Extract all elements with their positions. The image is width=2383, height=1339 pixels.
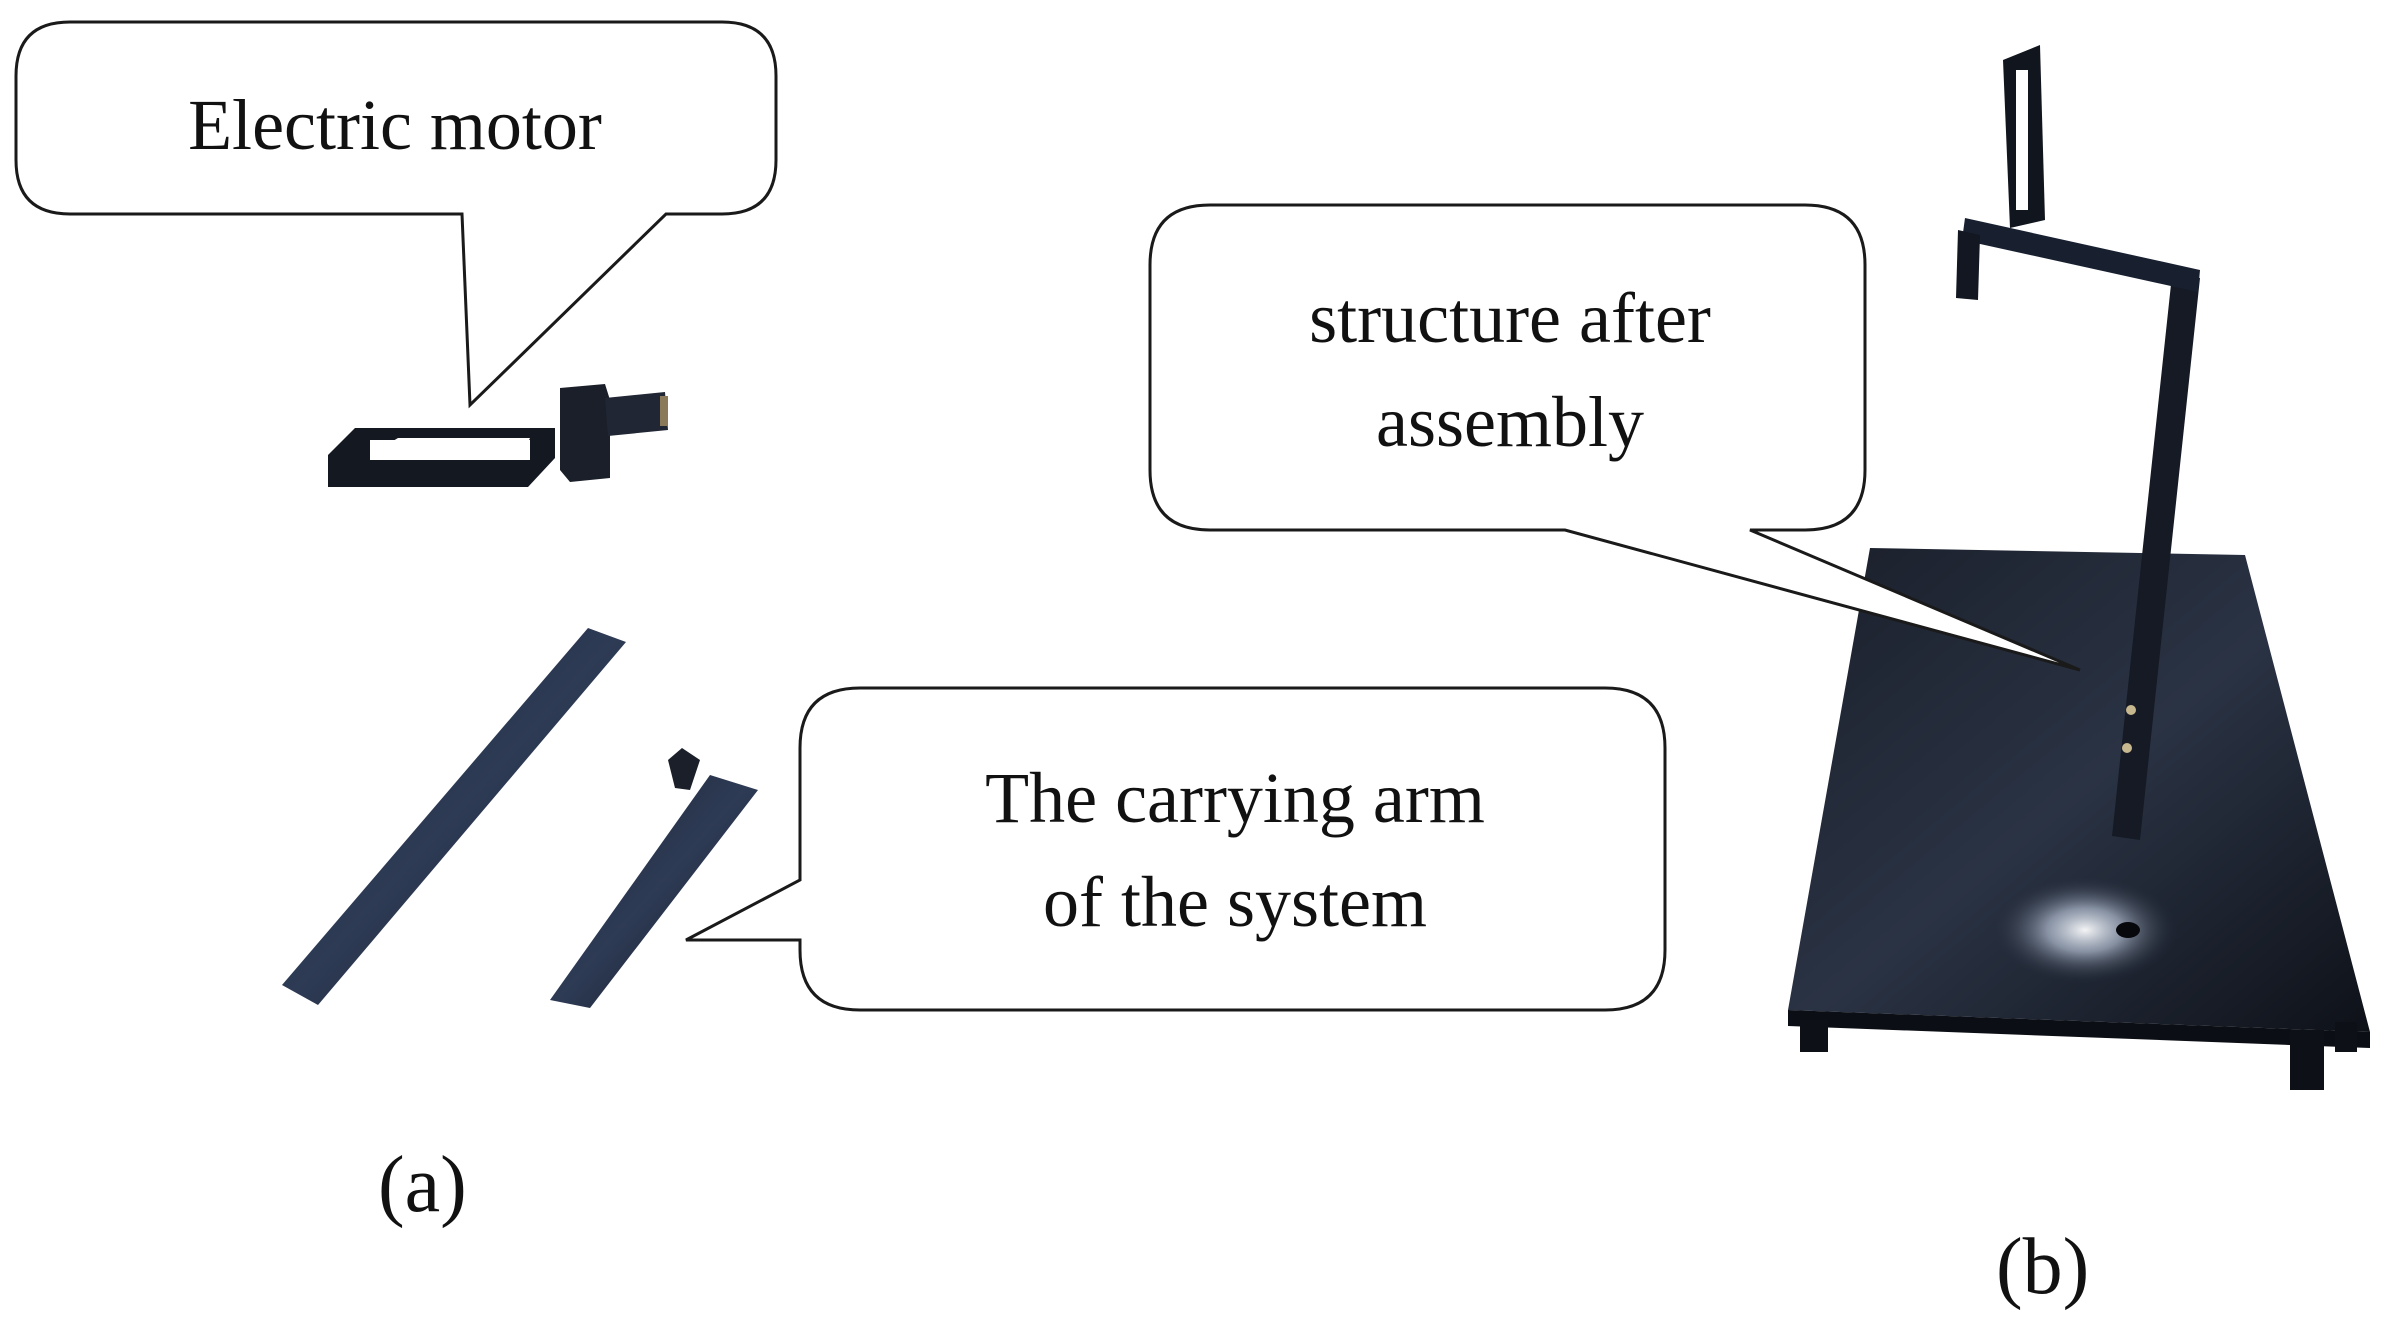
callout-structure-assembly-line2: assembly <box>1376 382 1644 462</box>
motor-stub-cap <box>660 396 668 426</box>
callout-carrying-arm <box>685 686 1667 1012</box>
vertical-post <box>2112 275 2200 840</box>
callout-carrying-arm-bubble <box>685 686 1667 1012</box>
callout-structure-assembly-bubble <box>1148 203 2081 672</box>
callout-carrying-arm-line1: The carrying arm <box>985 757 1485 838</box>
motor-drop-left <box>1956 230 1980 300</box>
motor-stub <box>605 392 668 436</box>
base-hole <box>2116 922 2140 938</box>
callout-carrying-arm-line2: of the system <box>1043 862 1427 942</box>
motor-frame-inner <box>370 440 530 460</box>
long-bar-part <box>282 628 626 1005</box>
base-leg-right <box>2290 1030 2324 1090</box>
callout-structure-assembly-line1: structure after <box>1309 277 1711 358</box>
callout-carrying-arm-text: The carrying arm of the system <box>820 710 1650 990</box>
callout-structure-assembly <box>1148 203 2081 672</box>
motor-block <box>560 384 610 482</box>
carrying-arm-tip <box>668 748 700 790</box>
motor-frame-top-slot <box>2016 70 2028 210</box>
post-joint-upper <box>2126 705 2136 715</box>
panel-label-b: (b) <box>1996 1223 2090 1311</box>
base-plate <box>1788 548 2370 1032</box>
post-joint-lower <box>2122 743 2132 753</box>
carrying-arm <box>550 775 758 1008</box>
callout-electric-motor-bubble <box>14 20 778 409</box>
carrying-arm-part <box>550 748 758 1008</box>
callout-structure-assembly-text: structure after assembly <box>1170 230 1850 510</box>
callout-electric-motor <box>14 20 778 409</box>
base-plate-shine <box>1990 875 2180 985</box>
electric-motor-part <box>328 384 668 487</box>
assembled-structure <box>1788 45 2370 1090</box>
base-leg-corner <box>2335 1022 2357 1052</box>
horizontal-arm <box>1962 218 2200 292</box>
callout-electric-motor-text: Electric motor <box>40 40 750 210</box>
base-plate-front-edge <box>1788 1010 2370 1048</box>
callout-electric-motor-line1: Electric motor <box>188 84 602 165</box>
long-bar <box>282 628 626 1005</box>
base-leg-left <box>1800 1020 1828 1052</box>
panel-label-a: (a) <box>378 1141 467 1229</box>
